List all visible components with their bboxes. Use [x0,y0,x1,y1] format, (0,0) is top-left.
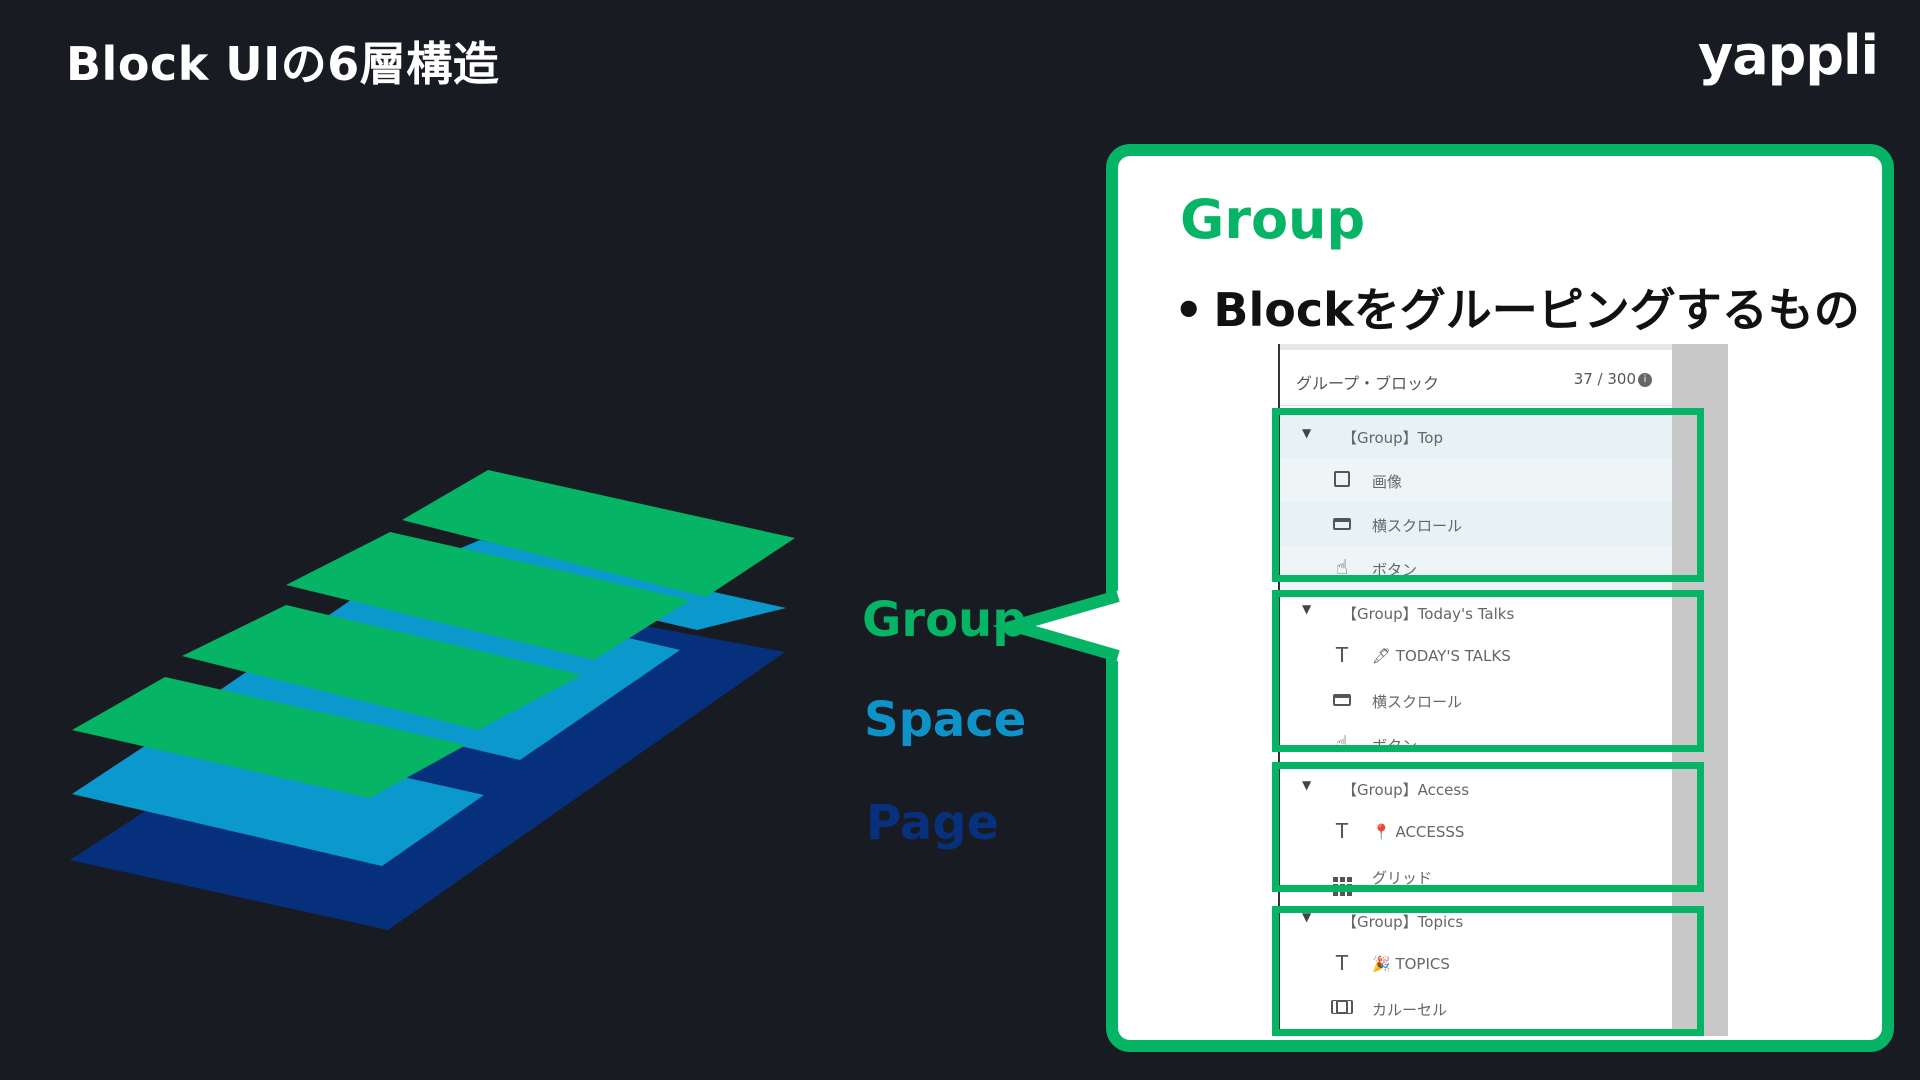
group-highlight-access [1272,762,1704,892]
group-highlight-todays-talks [1272,590,1704,752]
group-layer-shape-2 [182,605,582,730]
group-row-access[interactable]: ▼ 【Group】Access [1302,778,1470,799]
block-row[interactable]: ☝ ボタン [1280,546,1672,590]
block-row[interactable]: T 🖋 TODAY'S TALKS [1280,634,1672,678]
block-row[interactable]: 画像 [1280,458,1672,502]
brand-logo: yappli [1698,24,1879,87]
caret-down-icon[interactable]: ▼ [1302,602,1312,616]
caret-down-icon[interactable]: ▼ [1302,910,1312,924]
horizontal-scroll-icon [1330,687,1354,711]
block-row[interactable]: カルーセル [1280,986,1672,1030]
button-icon: ☝ [1335,555,1349,579]
space-layer-shape-1 [72,726,484,866]
block-row[interactable]: 横スクロール [1280,678,1672,722]
group-highlight-top [1272,408,1704,582]
carousel-icon [1330,995,1354,1019]
image-icon [1330,467,1354,491]
layer-stack-illustration [70,470,795,930]
panel-header-name: グループ・ブロック [1296,374,1440,393]
group-highlight-topics [1272,906,1704,1036]
caret-down-icon[interactable]: ▼ [1302,426,1312,440]
layer-label-space: Space [864,692,1027,748]
text-icon: T [1335,643,1349,667]
card-bullet: •Blockをグルーピングするもの [1174,274,1860,340]
block-row[interactable]: T 📍 ACCESSS [1280,810,1672,854]
caret-down-icon[interactable]: ▼ [1302,778,1312,792]
text-icon: T [1335,819,1349,843]
group-row-top[interactable]: ▼ 【Group】Top [1280,414,1672,458]
group-layer-shape-3 [286,532,690,660]
group-row-topics[interactable]: ▼ 【Group】Topics [1302,910,1464,931]
layer-label-page: Page [866,795,1000,851]
layer-label-group: Group [862,592,1027,648]
card-bullet-text: Blockをグルーピングするもの [1213,283,1860,337]
block-row[interactable]: T 🎉 TOPICS [1280,942,1672,986]
group-row-todays-talks[interactable]: ▼ 【Group】Today's Talks [1302,602,1515,623]
group-layer-shape-1 [72,677,466,798]
horizontal-scroll-icon [1330,511,1354,535]
panel-top-divider [1280,344,1672,350]
group-layer-shape-4 [402,470,795,597]
info-icon[interactable]: i [1638,372,1652,387]
slide-title: Block UIの6層構造 [66,37,500,91]
card-title: Group [1180,188,1366,251]
block-row[interactable]: 横スクロール [1280,502,1672,546]
text-icon: T [1335,951,1349,975]
bullet-dot-icon: • [1174,283,1204,337]
